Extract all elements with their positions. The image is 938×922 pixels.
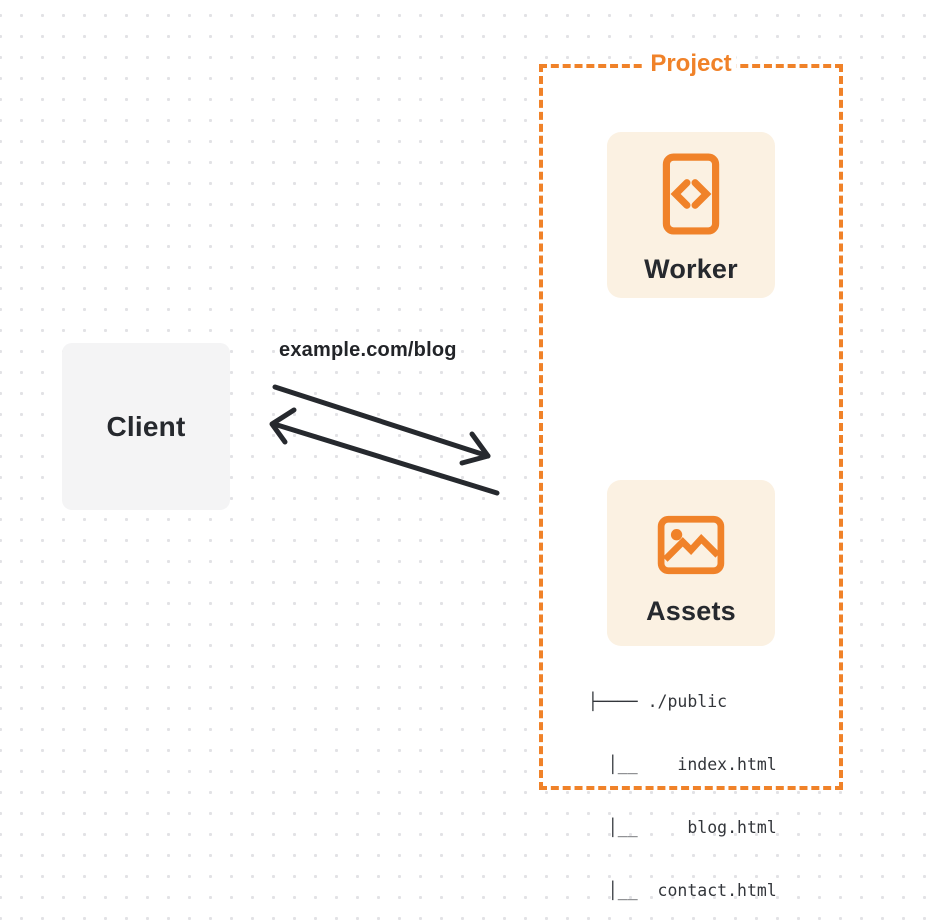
worker-label: Worker <box>644 253 738 284</box>
client-label: Client <box>106 410 186 442</box>
assets-file-tree: ├──── ./public │__ index.html │__ blog.h… <box>588 649 777 922</box>
image-icon <box>657 508 725 582</box>
project-label: Project <box>645 50 737 78</box>
request-arrow <box>272 384 491 466</box>
file-tree-line: │__ blog.html <box>588 818 777 837</box>
client-node: Client <box>62 343 230 510</box>
assets-node: Assets <box>607 480 775 646</box>
request-url-label: example.com/blog <box>279 339 457 361</box>
assets-label: Assets <box>646 595 736 626</box>
file-tree-line: │__ contact.html <box>588 881 777 900</box>
response-arrow <box>269 407 500 496</box>
project-container: Project Worker Assets <box>539 50 843 790</box>
code-file-icon <box>662 148 720 240</box>
file-tree-line: │__ index.html <box>588 755 777 774</box>
file-tree-line: ├──── ./public <box>588 692 728 711</box>
worker-node: Worker <box>607 132 775 298</box>
